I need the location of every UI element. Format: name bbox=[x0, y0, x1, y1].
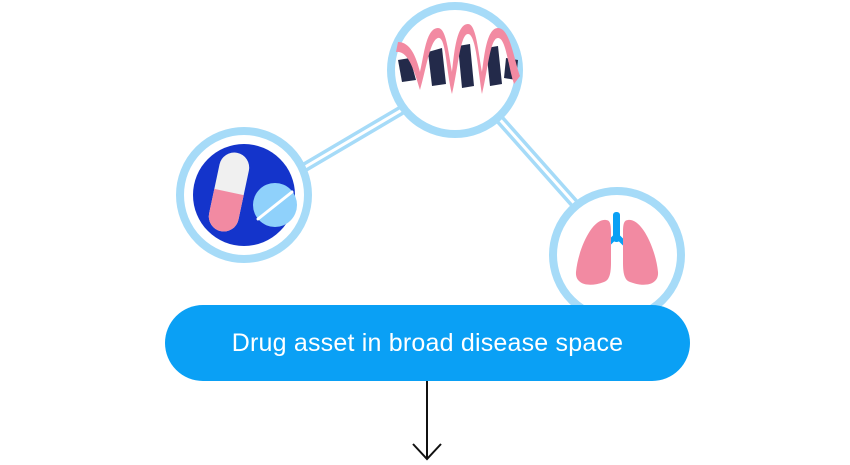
lungs-icon bbox=[575, 212, 659, 285]
connector-dna-to-lungs bbox=[490, 109, 587, 217]
lungs-node bbox=[549, 187, 685, 323]
dna-helix-icon bbox=[396, 24, 520, 94]
pill-capsule-icon bbox=[208, 152, 250, 232]
drug-asset-label: Drug asset in broad disease space bbox=[165, 305, 690, 381]
down-arrow-icon bbox=[412, 381, 442, 461]
tablet-icon bbox=[253, 183, 297, 227]
pill-node bbox=[176, 127, 312, 263]
dna-node bbox=[387, 2, 523, 138]
connector-pill-to-dna bbox=[295, 99, 417, 175]
